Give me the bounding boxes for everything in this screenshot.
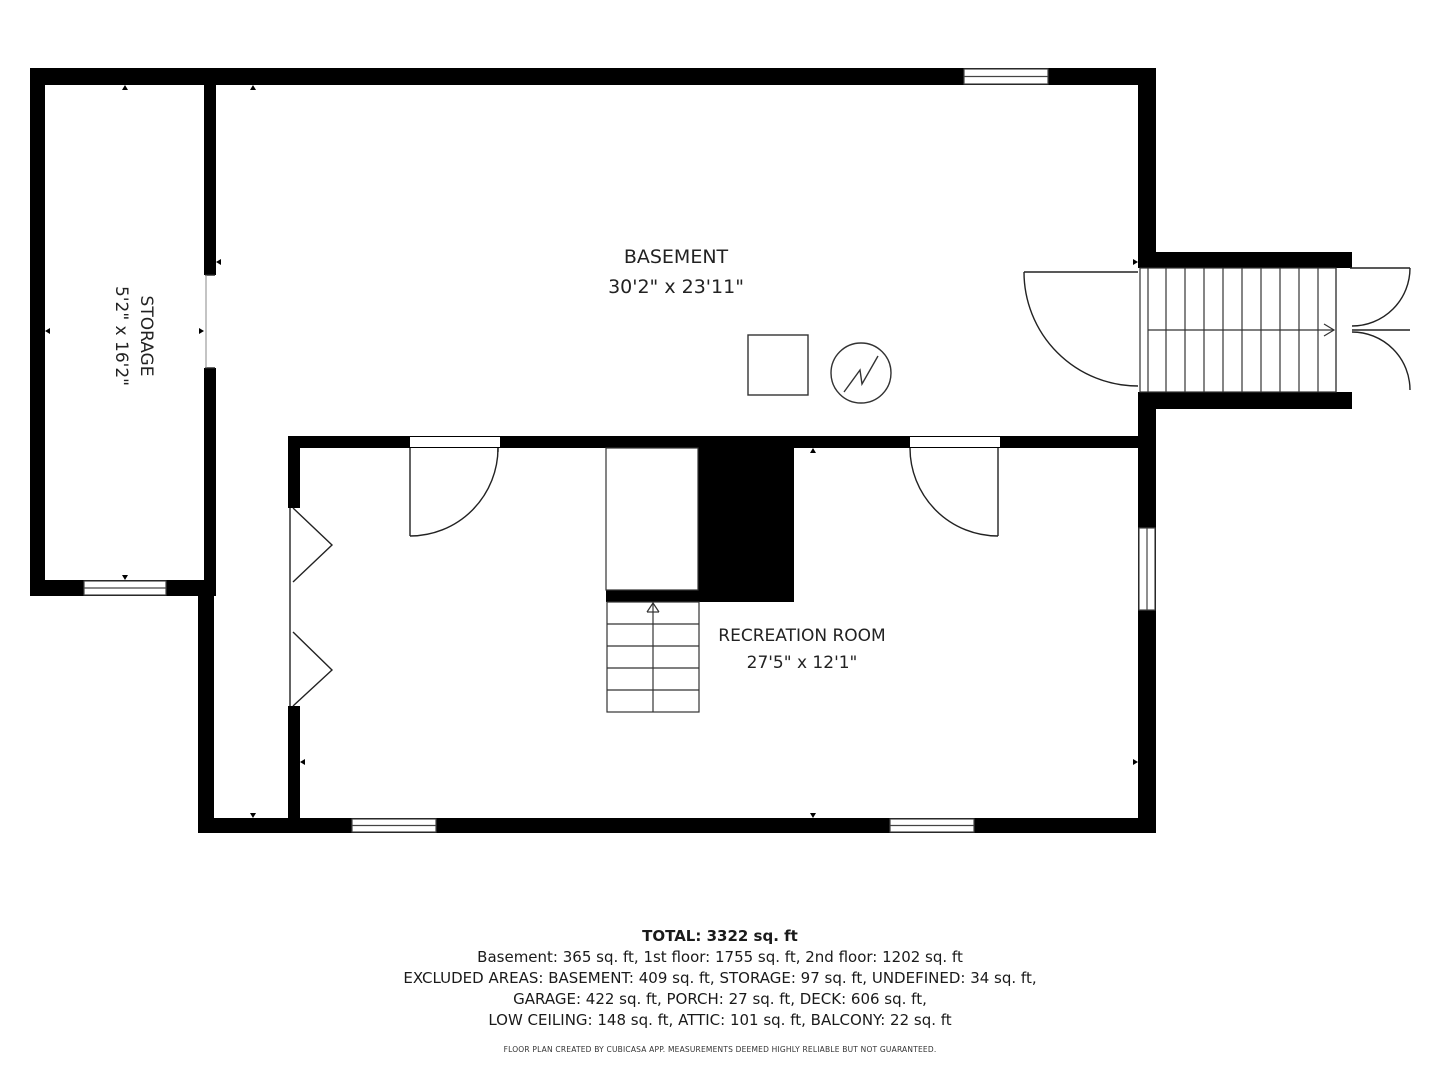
walls (30, 68, 1352, 833)
door-swing-rec-left (409, 447, 499, 537)
wall-top (30, 68, 1156, 85)
chimney-block (698, 448, 794, 602)
room-dims-recreation: 27'5" x 12'1" (747, 653, 858, 673)
summary-line-floors: Basement: 365 sq. ft, 1st floor: 1755 sq… (477, 948, 963, 966)
wall-storage-divider-top (204, 85, 216, 275)
bifold-door-lower (292, 631, 334, 707)
wall-right-upper (1138, 68, 1156, 268)
wall-stair-box (606, 590, 700, 602)
room-name-storage: STORAGE (136, 296, 156, 377)
door-swing-exterior-top (1351, 267, 1411, 327)
summary-line-excluded-1: EXCLUDED AREAS: BASEMENT: 409 sq. ft, ST… (403, 969, 1037, 987)
wall-stair-top (1138, 252, 1352, 268)
wall-storage-divider-bottom (204, 368, 216, 596)
wall-stair-bottom (1138, 392, 1352, 409)
appliances (747, 334, 892, 404)
windows (83, 68, 1156, 833)
dimension-markers (45, 85, 1138, 818)
room-dims-storage: 5'2" x 16'2" (111, 286, 131, 386)
wall-hall-left (198, 580, 214, 833)
wall-stair-right-top (1336, 252, 1352, 268)
summary-line-excluded-3: LOW CEILING: 148 sq. ft, ATTIC: 101 sq. … (488, 1011, 952, 1029)
room-name-basement: BASEMENT (624, 246, 729, 268)
interior-stairs (605, 447, 700, 713)
wall-right-lower (1138, 392, 1156, 833)
room-name-recreation: RECREATION ROOM (718, 626, 885, 646)
wall-rec-left-top (288, 436, 300, 508)
door-opening-rec-right (910, 437, 1000, 447)
door-opening-rec-left (410, 437, 500, 447)
exterior-stairs (1139, 267, 1337, 393)
water-heater-icon (747, 334, 809, 396)
door-swing-basement (1023, 271, 1139, 387)
total-area: TOTAL: 3322 sq. ft (642, 927, 798, 945)
furnace-icon (830, 342, 892, 404)
area-summary: TOTAL: 3322 sq. ft Basement: 365 sq. ft,… (0, 926, 1440, 1031)
doors (205, 267, 1411, 707)
summary-line-excluded-2: GARAGE: 422 sq. ft, PORCH: 27 sq. ft, DE… (513, 990, 927, 1008)
bifold-door-upper (292, 507, 334, 583)
wall-left-storage (30, 68, 45, 596)
disclaimer-text: FLOOR PLAN CREATED BY CUBICASA APP. MEAS… (503, 1045, 937, 1054)
door-swing-rec-right (909, 447, 999, 537)
wall-bottom (198, 818, 1156, 833)
door-swing-exterior-bottom (1351, 331, 1411, 391)
room-dims-basement: 30'2" x 23'11" (608, 276, 744, 298)
wall-rec-left-bottom (288, 706, 300, 833)
